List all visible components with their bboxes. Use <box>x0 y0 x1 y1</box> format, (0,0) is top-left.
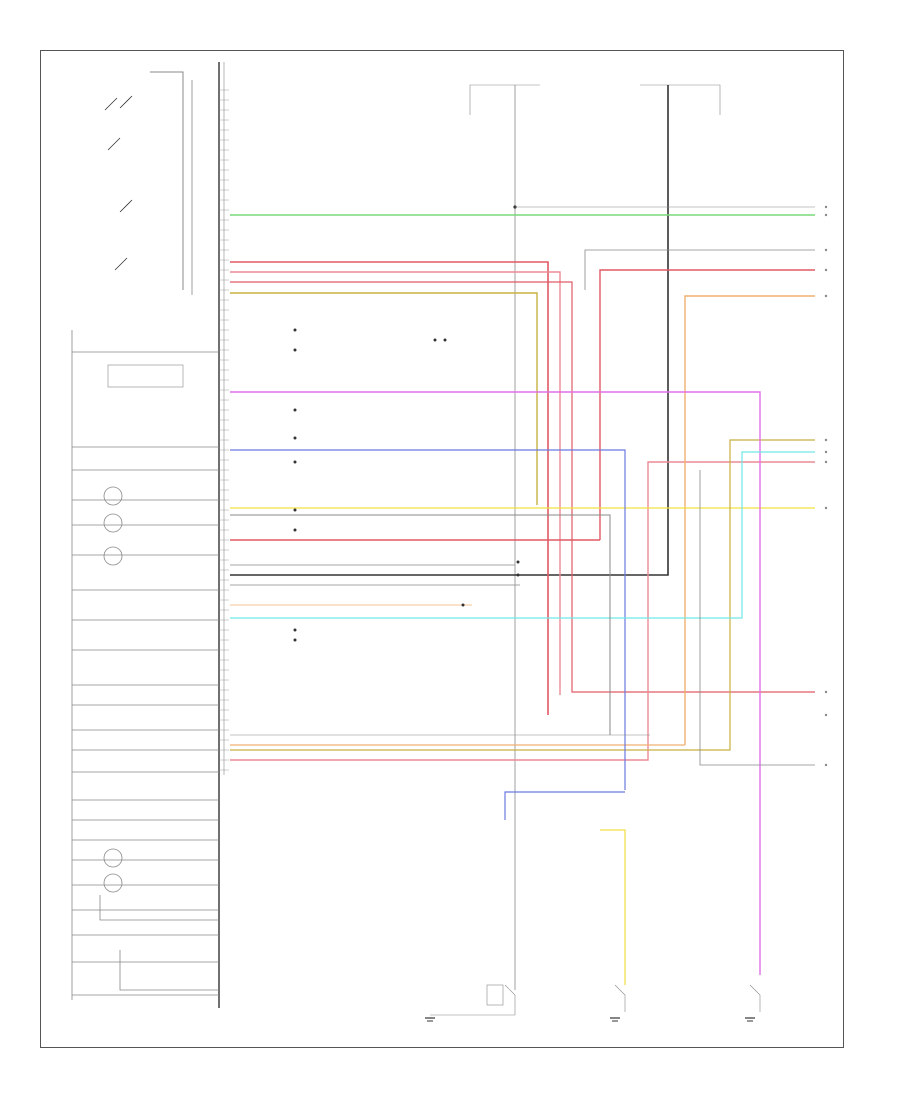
diagram-frame <box>40 50 844 1048</box>
junction-7 <box>293 508 297 512</box>
wire-olive-1 <box>230 292 538 505</box>
indicator-lamp-2 <box>103 546 123 566</box>
brake-box <box>107 364 184 388</box>
indicator-lamp-0 <box>103 486 123 506</box>
wire-yellow-2 <box>600 829 626 985</box>
junction-10 <box>293 638 297 642</box>
right-terminal-11 <box>824 763 828 767</box>
junction-3 <box>293 348 297 352</box>
right-terminal-0 <box>824 205 828 209</box>
junction-1 <box>443 338 447 342</box>
lower-loop <box>99 895 219 921</box>
junction-6 <box>293 460 297 464</box>
wire-red-1 <box>230 261 549 715</box>
junction-4 <box>293 408 297 412</box>
indicator-lamp-1 <box>103 513 123 533</box>
right-terminal-7 <box>824 460 828 464</box>
wire-cyan <box>230 451 815 619</box>
wire-pink-1 <box>230 271 561 695</box>
fuse-bracket-1 <box>469 84 540 115</box>
right-terminal-9 <box>824 690 828 694</box>
junction-0 <box>433 338 437 342</box>
sensor-lead-2 <box>614 984 626 1012</box>
right-terminal-8 <box>824 506 828 510</box>
left-switch-3 <box>119 199 133 213</box>
fuse-bracket-2 <box>640 84 721 115</box>
right-terminal-10 <box>824 713 828 717</box>
indicator-lamp-3 <box>103 848 123 868</box>
indicator-lamp-4 <box>103 873 123 893</box>
left-switch-0 <box>104 97 118 111</box>
left-switch-2 <box>107 137 121 151</box>
wire-gray-5 <box>699 470 815 766</box>
fuse2-feed <box>230 85 669 576</box>
right-terminal-4 <box>824 294 828 298</box>
wire-gray-4 <box>584 249 815 290</box>
junction-8 <box>293 528 297 532</box>
wire-magenta <box>230 391 761 975</box>
left-switch-1 <box>119 95 133 109</box>
left-switch-4 <box>114 257 128 271</box>
wire-olive-2 <box>230 439 815 751</box>
wire-red-2 <box>230 281 815 693</box>
right-terminal-1 <box>824 213 828 217</box>
junction-5 <box>293 436 297 440</box>
wire-pink-2 <box>230 461 815 761</box>
junction-11 <box>516 560 520 564</box>
switch-group-bracket <box>150 71 184 290</box>
junction-12 <box>516 573 520 577</box>
right-terminal-2 <box>824 248 828 252</box>
wire-blue-1 <box>230 449 626 790</box>
right-terminal-6 <box>824 450 828 454</box>
wire-orange-1 <box>684 295 815 745</box>
sensor-box-1 <box>486 984 504 1006</box>
junction-2 <box>293 328 297 332</box>
junction-13 <box>461 603 465 607</box>
wire-gray-1 <box>230 514 611 735</box>
lower-loop-2 <box>119 950 219 991</box>
sensor-lead-3 <box>749 984 761 1012</box>
right-terminal-3 <box>824 268 828 272</box>
junction-9 <box>293 628 297 632</box>
wire-red-3 <box>599 269 815 540</box>
wire-blue-2 <box>504 791 625 820</box>
right-terminal-5 <box>824 438 828 442</box>
sensor-lead-1 <box>430 984 516 1016</box>
